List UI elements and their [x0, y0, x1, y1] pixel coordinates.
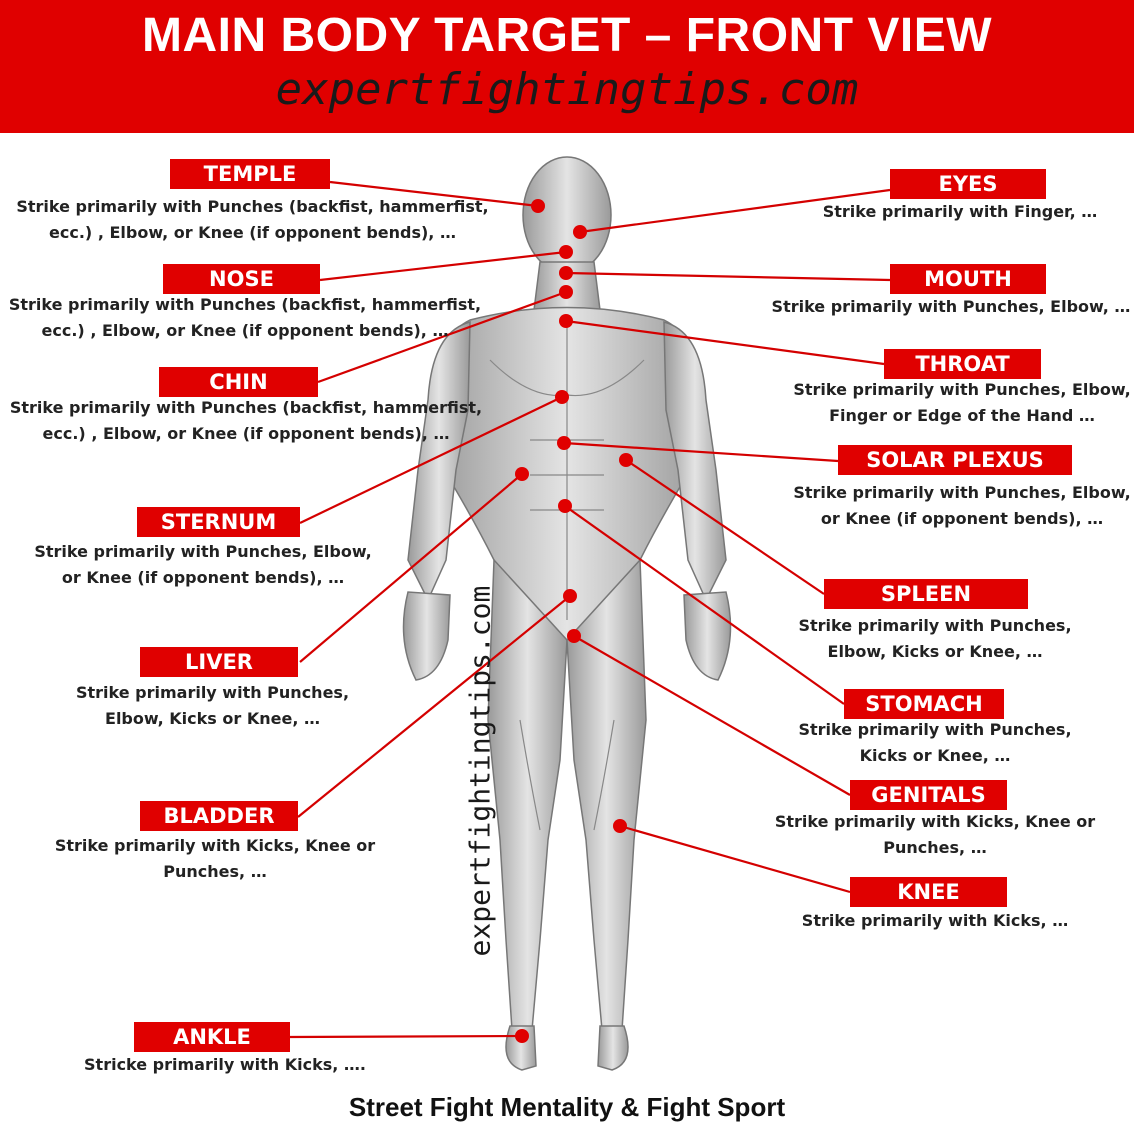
label-eyes: EYES	[890, 169, 1046, 199]
label-spleen: SPLEEN	[824, 579, 1028, 609]
label-chin: CHIN	[159, 367, 318, 397]
desc-throat: Strike primarily with Punches, Elbow, Fi…	[790, 377, 1134, 429]
target-dot-throat	[559, 314, 573, 328]
label-nose: NOSE	[163, 264, 320, 294]
desc-stomach: Strike primarily with Punches, Kicks or …	[780, 717, 1090, 769]
desc-eyes: Strike primarily with Finger, …	[800, 199, 1120, 225]
desc-mouth-line1: Strike primarily with Punches, Elbow, …	[771, 297, 1131, 316]
line-nose	[319, 250, 567, 282]
desc-spleen: Strike primarily with Punches, Elbow, Ki…	[780, 613, 1090, 665]
line-ankle	[289, 1034, 523, 1039]
target-dot-solar-plexus	[557, 436, 571, 450]
label-bladder: BLADDER	[140, 801, 298, 831]
desc-liver-line2: Elbow, Kicks or Knee, …	[105, 709, 320, 728]
target-dot-bladder	[563, 589, 577, 603]
desc-sternum-line1: Strike primarily with Punches, Elbow,	[34, 542, 372, 561]
desc-sternum: Strike primarily with Punches, Elbow, or…	[18, 539, 388, 591]
desc-genitals-line1: Strike primarily with Kicks, Knee or	[774, 812, 1096, 831]
desc-chin-line1: Strike primarily with Punches (backfist,…	[9, 398, 483, 417]
header-banner: MAIN BODY TARGET – FRONT VIEW expertfigh…	[0, 0, 1134, 133]
label-knee: KNEE	[850, 877, 1007, 907]
label-mouth: MOUTH	[890, 264, 1046, 294]
desc-solar-plexus: Strike primarily with Punches, Elbow, or…	[790, 480, 1134, 532]
label-liver: LIVER	[140, 647, 298, 677]
desc-bladder-line2: Punches, …	[163, 862, 267, 881]
target-dot-knee	[613, 819, 627, 833]
target-dot-chin	[559, 285, 573, 299]
desc-nose: Strike primarily with Punches (backfist,…	[0, 292, 490, 344]
desc-stomach-line2: Kicks or Knee, …	[859, 746, 1011, 765]
vertical-watermark: expertfightingtips.com	[463, 585, 497, 957]
page-title: MAIN BODY TARGET – FRONT VIEW	[141, 9, 993, 62]
muscle-contours	[489, 320, 645, 831]
desc-throat-line2: Finger or Edge of the Hand …	[829, 406, 1095, 425]
target-dot-liver	[515, 467, 529, 481]
desc-knee: Strike primarily with Kicks, …	[780, 908, 1090, 934]
desc-spleen-line2: Elbow, Kicks or Knee, …	[827, 642, 1043, 661]
desc-solar-plexus-line1: Strike primarily with Punches, Elbow,	[793, 483, 1131, 502]
label-stomach: STOMACH	[844, 689, 1004, 719]
line-solar-plexus	[563, 441, 839, 463]
target-dot-genitals	[567, 629, 581, 643]
desc-eyes-line1: Strike primarily with Finger, …	[822, 202, 1098, 221]
line-throat	[565, 319, 885, 366]
target-dot-nose	[559, 245, 573, 259]
target-dot-mouth	[559, 266, 573, 280]
target-dot-sternum	[555, 390, 569, 404]
label-sternum: STERNUM	[137, 507, 300, 537]
desc-nose-line2: ecc.) , Elbow, or Knee (if opponent bend…	[41, 321, 449, 340]
desc-throat-line1: Strike primarily with Punches, Elbow,	[793, 380, 1131, 399]
desc-chin-line2: ecc.) , Elbow, or Knee (if opponent bend…	[42, 424, 450, 443]
target-dot-temple	[531, 199, 545, 213]
site-name: expertfightingtips.com	[275, 64, 859, 115]
desc-nose-line1: Strike primarily with Punches (backfist,…	[8, 295, 482, 314]
desc-bladder: Strike primarily with Kicks, Knee or Pun…	[40, 833, 390, 885]
desc-spleen-line1: Strike primarily with Punches,	[798, 616, 1072, 635]
desc-knee-line1: Strike primarily with Kicks, …	[801, 911, 1069, 930]
desc-ankle: Stricke primarily with Kicks, ….	[60, 1052, 390, 1078]
label-solar-plexus: SOLAR PLEXUS	[838, 445, 1072, 475]
desc-bladder-line1: Strike primarily with Kicks, Knee or	[54, 836, 376, 855]
line-mouth	[565, 271, 891, 282]
line-stomach	[564, 505, 845, 705]
desc-genitals: Strike primarily with Kicks, Knee or Pun…	[760, 809, 1110, 861]
target-dot-stomach	[558, 499, 572, 513]
desc-liver: Strike primarily with Punches, Elbow, Ki…	[60, 680, 365, 732]
desc-sternum-line2: or Knee (if opponent bends), …	[61, 568, 345, 587]
desc-solar-plexus-line2: or Knee (if opponent bends), …	[820, 509, 1104, 528]
desc-temple-line2: ecc.) , Elbow, or Knee (if opponent bend…	[49, 223, 456, 242]
label-temple: TEMPLE	[170, 159, 330, 189]
desc-liver-line1: Strike primarily with Punches,	[75, 683, 350, 702]
desc-chin: Strike primarily with Punches (backfist,…	[0, 395, 492, 447]
desc-genitals-line2: Punches, …	[883, 838, 987, 857]
target-dot-spleen	[619, 453, 633, 467]
target-dot-eyes	[573, 225, 587, 239]
footer-caption: Street Fight Mentality & Fight Sport	[348, 1092, 786, 1122]
desc-temple: Strike primarily with Punches (backfist,…	[0, 194, 505, 246]
label-genitals: GENITALS	[850, 780, 1007, 810]
target-points	[515, 199, 633, 1043]
desc-ankle-line1: Stricke primarily with Kicks, ….	[84, 1055, 366, 1074]
desc-temple-line1: Strike primarily with Punches (backfist,…	[16, 197, 489, 216]
label-throat: THROAT	[884, 349, 1041, 379]
desc-mouth: Strike primarily with Punches, Elbow, …	[770, 294, 1132, 320]
desc-stomach-line1: Strike primarily with Punches,	[798, 720, 1072, 739]
label-ankle: ANKLE	[134, 1022, 290, 1052]
target-dot-ankle	[515, 1029, 529, 1043]
